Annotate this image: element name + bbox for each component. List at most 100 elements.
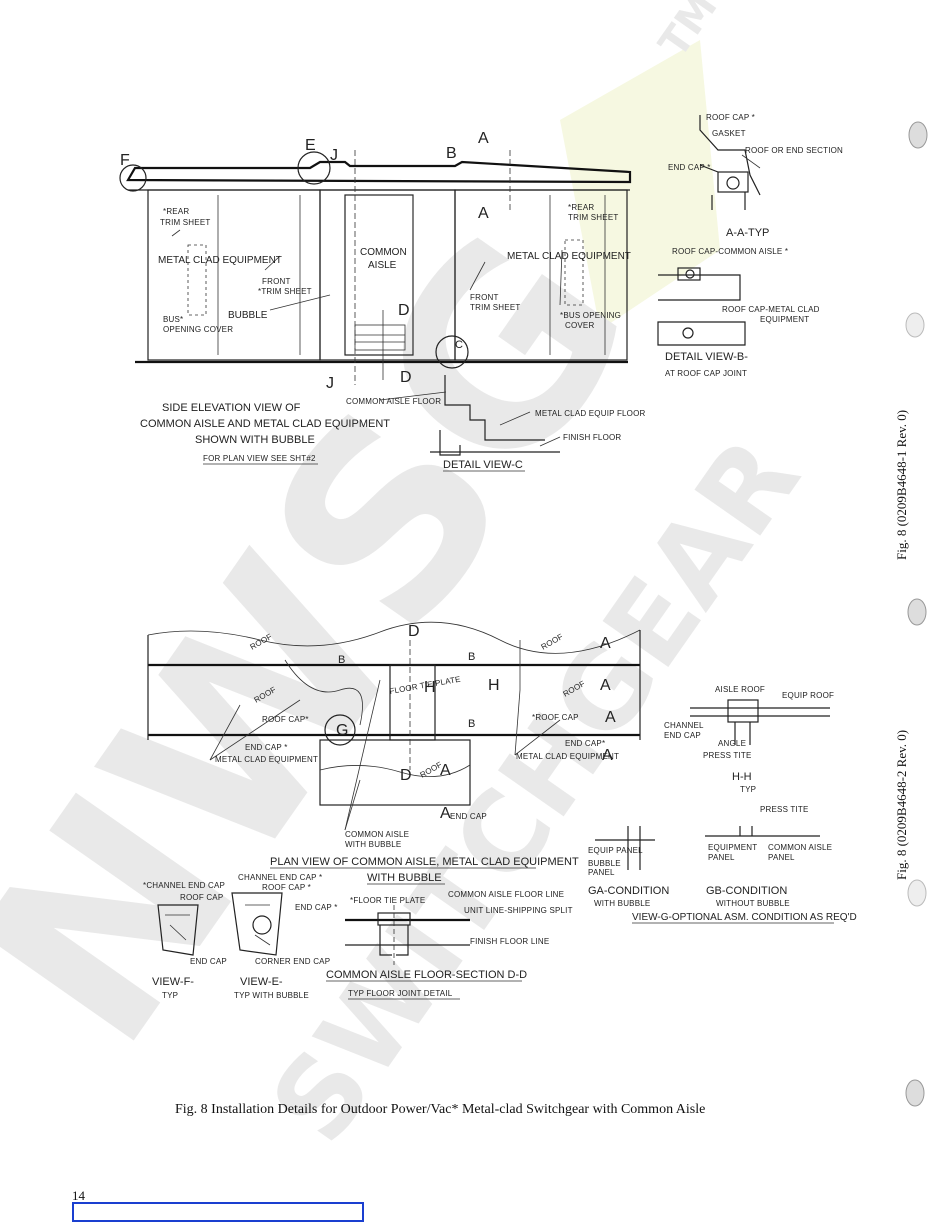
hh-typ-label: TYP [740,785,756,794]
vf-title: VIEW-F- [152,976,194,988]
ve-corner-label: CORNER END CAP [255,957,330,966]
unit-line-label: UNIT LINE-SHIPPING SPLIT [464,906,573,915]
angle-label: ANGLE [718,739,746,748]
marker-c: C [455,339,463,351]
hh-label: H-H [732,771,752,783]
typ-floor-joint-label: TYP FLOOR JOINT DETAIL [348,989,453,998]
aa-typ-label: A-A-TYP [726,227,769,239]
ve-title: VIEW-E- [240,976,283,988]
metal-clad-label-left: METAL CLAD EQUIPMENT [158,255,282,266]
plan-view-drawing [147,621,641,831]
detail-b-subtitle: AT ROOF CAP JOINT [665,369,747,378]
roof-cap-plan-label: ROOF CAP* [262,715,309,724]
roof-or-end-label: ROOF OR END SECTION [745,146,843,155]
ve-typ: TYP WITH BUBBLE [234,991,309,1000]
page-number: 14 [72,1188,85,1203]
metal-clad-equip-floor-label: METAL CLAD EQUIP FLOOR [535,409,646,418]
highlight-box [72,1202,364,1222]
binder-holes [905,121,928,1107]
marker-plan-h-left: H [424,679,436,696]
end-cap-label: END CAP * [668,163,711,172]
marker-plan-b-right: B [468,651,475,663]
marker-plan-a-2: A [600,677,611,694]
marker-e: E [305,137,316,154]
common-aisle-floor-line-label: COMMON AISLE FLOOR LINE [448,890,564,899]
ve-channel-label: CHANNEL END CAP * [238,873,322,882]
equipment-panel-1: EQUIPMENT [708,843,757,852]
marker-a-mid: A [478,205,489,222]
ga-condition: GA-CONDITION [588,885,669,897]
press-tite-label: PRESS TITE [703,751,752,760]
plan-title-2: WITH BUBBLE [367,872,442,884]
section-dd-title: COMMON AISLE FLOOR-SECTION D-D [326,969,527,981]
view-g-title: VIEW-G-OPTIONAL ASM. CONDITION AS REQ'D [632,912,857,923]
marker-plan-a-6: A [440,805,451,822]
view-g-drawing: EQUIP PANEL BUBBLE PANEL PRESS TITE EQUI… [588,805,857,924]
elevation-title-3: SHOWN WITH BUBBLE [195,434,315,446]
floor-tie-plate-dd-label: *FLOOR TIE PLATE [350,896,425,905]
marker-plan-b-left: B [338,654,345,666]
marker-f: F [120,152,130,169]
common-aisle-bubble-1: COMMON AISLE [345,830,409,839]
metal-clad-label-right: METAL CLAD EQUIPMENT [507,251,631,262]
trim-sheet-right: TRIM SHEET [568,213,618,222]
bubble-panel-1: BUBBLE [588,859,621,868]
aisle-roof-label: AISLE ROOF [715,685,765,694]
side-elevation-labels: F E J B A A D J D C *REAR TRIM SHEET MET… [120,130,646,472]
watermark-tm: TM [651,0,727,66]
common-aisle-panel-2: PANEL [768,853,795,862]
marker-plan-d-bottom: D [400,767,412,784]
metal-clad-plan-label: METAL CLAD EQUIPMENT [215,755,318,764]
elevation-title-1: SIDE ELEVATION VIEW OF [162,402,301,414]
common-aisle-bubble-2: WITH BUBBLE [345,840,401,849]
vf-roof-cap-label: ROOF CAP [180,893,223,902]
rear-label: *REAR [163,207,189,216]
equip-panel-label: EQUIP PANEL [588,846,643,855]
elevation-title-2: COMMON AISLE AND METAL CLAD EQUIPMENT [140,418,390,430]
detail-hh-drawing: AISLE ROOF EQUIP ROOF CHANNEL END CAP AN… [664,685,834,794]
marker-plan-a-3: A [605,709,616,726]
plan-view-labels: ROOF ROOF ROOF ROOF ROOF ROOF CAP* END C… [215,623,619,885]
common-label: COMMON [360,247,407,258]
front-right-label: FRONT [470,293,499,302]
marker-plan-g: G [336,722,348,739]
trim-sheet-label: TRIM SHEET [160,218,210,227]
plan-title-1: PLAN VIEW OF COMMON AISLE, METAL CLAD EQ… [270,856,579,868]
front-label: FRONT [262,277,291,286]
detail-aa-drawing: ROOF CAP * GASKET ROOF OR END SECTION EN… [668,113,843,239]
marker-j-bottom: J [326,375,334,392]
side-label-1: Fig. 8 (0209B4648-1 Rev. 0) [894,409,909,560]
press-tite-label-2: PRESS TITE [760,805,809,814]
bus-opening-label: *BUS OPENING [560,311,621,320]
opening-cover-label: OPENING COVER [163,325,233,334]
rear-label-right: *REAR [568,203,594,212]
marker-plan-a-5: A [440,762,451,779]
view-e-drawing: CHANNEL END CAP * ROOF CAP * END CAP * C… [231,873,338,1000]
marker-b: B [446,145,457,162]
common-aisle-floor-label: COMMON AISLE FLOOR [346,397,441,406]
end-cap-plan-label: END CAP * [245,743,288,752]
finish-floor-line-label: FINISH FLOOR LINE [470,937,549,946]
view-f-drawing: *CHANNEL END CAP ROOF CAP END CAP VIEW-F… [143,881,227,1000]
marker-plan-d-top: D [408,623,420,640]
ve-end-cap-label: END CAP * [295,903,338,912]
detail-b-title: DETAIL VIEW-B- [665,351,748,363]
marker-plan-b-lower: B [468,718,475,730]
marker-plan-h-right: H [488,677,500,694]
end-cap-hh-label: END CAP [664,731,701,740]
roof-cap-plan-label-2: *ROOF CAP [532,713,579,722]
bubble-label: BUBBLE [228,310,268,321]
gb-without-bubble: WITHOUT BUBBLE [716,899,790,908]
marker-d-bottom: D [400,369,412,386]
gasket-label: GASKET [712,129,746,138]
roof-cap-label: ROOF CAP * [706,113,755,122]
roof-cap-metal-2: EQUIPMENT [760,315,809,324]
elevation-title-4: FOR PLAN VIEW SEE SHT#2 [203,454,316,463]
figure-caption: Fig. 8 Installation Details for Outdoor … [175,1102,706,1117]
equip-roof-label: EQUIP ROOF [782,691,834,700]
aisle-label: AISLE [368,260,397,271]
detail-c-title: DETAIL VIEW-C [443,459,523,471]
marker-j-top: J [330,147,338,164]
